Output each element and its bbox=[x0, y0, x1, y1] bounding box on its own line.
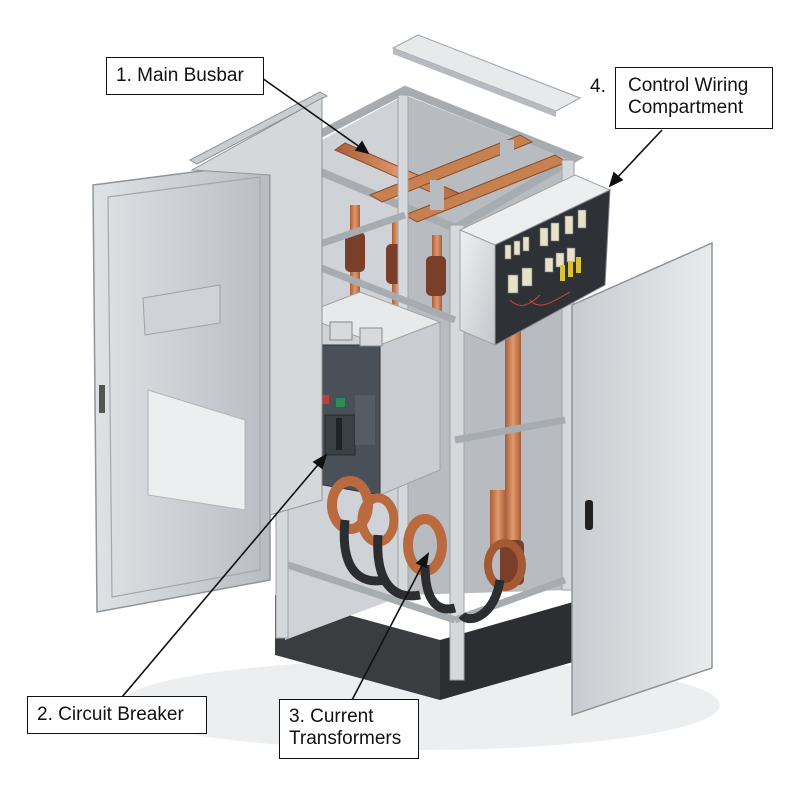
floor-shadow bbox=[120, 660, 720, 750]
left-door bbox=[92, 91, 329, 613]
callout-control-wiring-line1: Control Wiring bbox=[628, 75, 749, 96]
callout-main-busbar-label: 1. Main Busbar bbox=[116, 65, 244, 86]
callout-current-transformers-line1: 3. Current bbox=[289, 706, 374, 727]
leader-circuit-breaker bbox=[121, 459, 323, 698]
callout-control-wiring-compartment: Control Wiring Compartment bbox=[615, 67, 773, 129]
callout-current-transformers-line2: Transformers bbox=[289, 728, 402, 749]
top-cover-plate bbox=[391, 34, 582, 117]
callout-current-transformers: 3. Current Transformers bbox=[279, 699, 419, 759]
leader-lines bbox=[121, 77, 663, 701]
current-transformers bbox=[327, 476, 526, 624]
leader-current-transformers bbox=[351, 559, 426, 701]
callout-control-wiring-line2: Compartment bbox=[628, 97, 744, 118]
leader-main-busbar bbox=[261, 77, 365, 151]
callout-main-busbar: 1. Main Busbar bbox=[106, 57, 264, 95]
right-door bbox=[571, 241, 713, 717]
callout-circuit-breaker-label: 2. Circuit Breaker bbox=[37, 704, 184, 725]
control-wiring-compartment bbox=[458, 174, 612, 346]
callout-control-wiring-number: 4. bbox=[590, 76, 606, 97]
leader-control-wiring bbox=[614, 129, 663, 181]
top-frame bbox=[270, 85, 585, 233]
callout-circuit-breaker: 2. Circuit Breaker bbox=[27, 696, 207, 734]
